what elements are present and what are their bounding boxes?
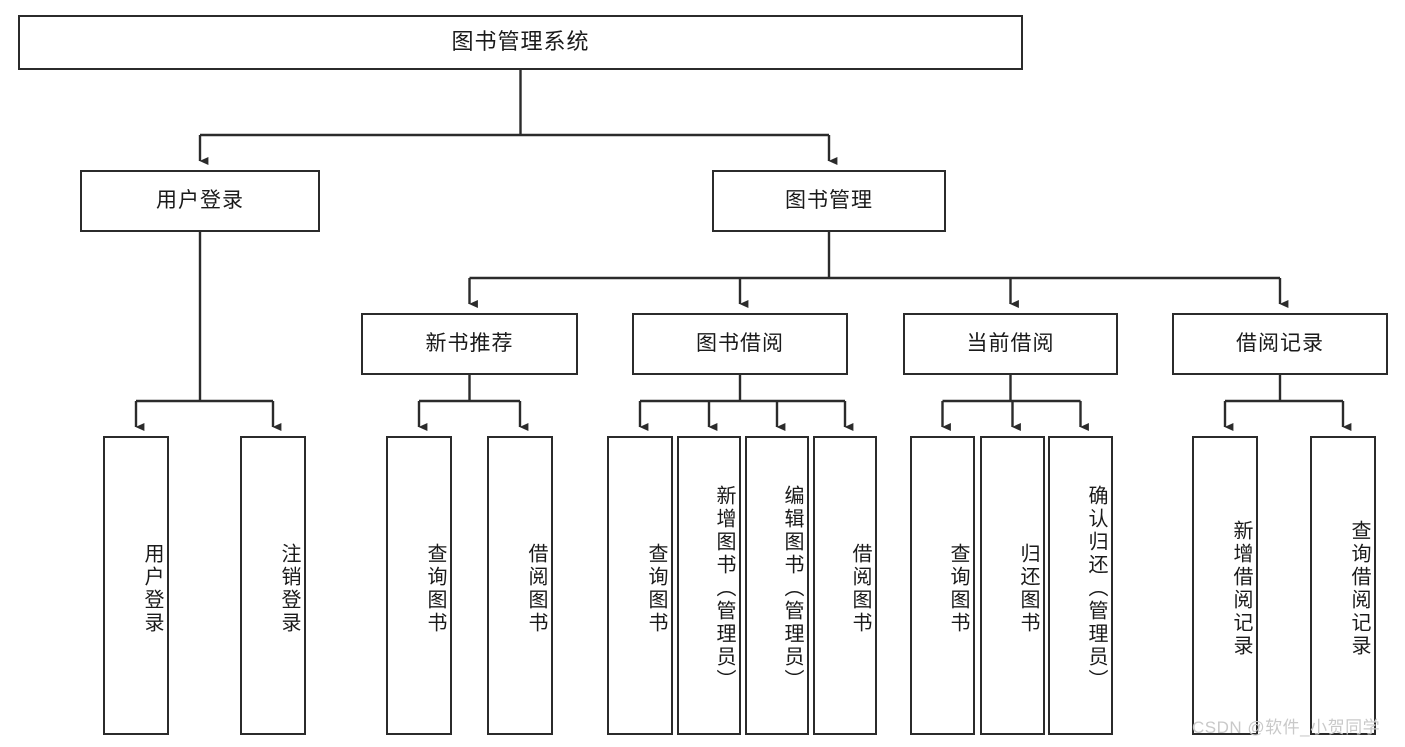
node-label: 确认归还（管理员） (1085, 485, 1107, 692)
leaf-user-login[interactable]: 用户登录 (103, 436, 169, 735)
leaf-add-book[interactable]: 新增图书（管理员） (677, 436, 741, 735)
node-label: 新增图书（管理员） (713, 485, 735, 692)
node-label: 图书借阅 (696, 332, 784, 356)
node-label: 当前借阅 (966, 332, 1055, 356)
leaf-return-book[interactable]: 归还图书 (980, 436, 1045, 735)
leaf-query-borrow-record[interactable]: 查询借阅记录 (1310, 436, 1376, 735)
leaf-borrow-book-1[interactable]: 借阅图书 (487, 436, 553, 735)
node-label: 借阅图书 (849, 542, 871, 635)
node-label: 归还图书 (1017, 542, 1039, 635)
node-new-book-recommend[interactable]: 新书推荐 (361, 313, 578, 375)
csdn-watermark: CSDN @软件_小贺同学 (1192, 718, 1381, 737)
node-label: 图书管理系统 (451, 29, 590, 55)
node-label: 查询借阅记录 (1348, 519, 1370, 658)
node-label: 编辑图书（管理员） (781, 485, 803, 692)
node-book-management[interactable]: 图书管理 (712, 170, 946, 232)
leaf-query-book-2[interactable]: 查询图书 (607, 436, 673, 735)
node-borrow-record[interactable]: 借阅记录 (1172, 313, 1388, 375)
node-label: 用户登录 (156, 189, 244, 213)
node-root[interactable]: 图书管理系统 (18, 15, 1023, 70)
node-user-login[interactable]: 用户登录 (80, 170, 320, 232)
leaf-confirm-return[interactable]: 确认归还（管理员） (1048, 436, 1113, 735)
node-label: 查询图书 (947, 542, 969, 635)
leaf-query-book-1[interactable]: 查询图书 (386, 436, 452, 735)
node-label: 新增借阅记录 (1230, 519, 1252, 658)
leaf-logout[interactable]: 注销登录 (240, 436, 306, 735)
node-label: 借阅记录 (1236, 332, 1324, 356)
node-label: 注销登录 (278, 542, 300, 635)
node-label: 借阅图书 (525, 542, 547, 635)
node-label: 查询图书 (645, 542, 667, 635)
leaf-query-book-3[interactable]: 查询图书 (910, 436, 975, 735)
node-label: 图书管理 (785, 189, 873, 213)
leaf-add-borrow-record[interactable]: 新增借阅记录 (1192, 436, 1258, 735)
node-current-borrow[interactable]: 当前借阅 (903, 313, 1118, 375)
node-book-borrow[interactable]: 图书借阅 (632, 313, 848, 375)
leaf-borrow-book-2[interactable]: 借阅图书 (813, 436, 877, 735)
leaf-edit-book[interactable]: 编辑图书（管理员） (745, 436, 809, 735)
node-label: 查询图书 (424, 542, 446, 635)
node-label: 新书推荐 (425, 332, 514, 356)
node-label: 用户登录 (141, 542, 163, 635)
